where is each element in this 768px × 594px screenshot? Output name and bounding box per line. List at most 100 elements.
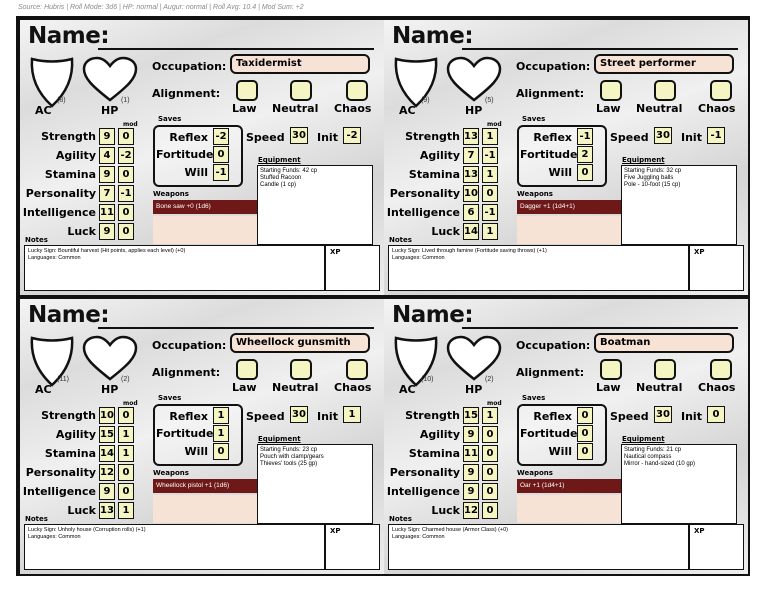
stamina-mod[interactable]: 1 — [482, 166, 498, 183]
notes-field[interactable]: Lucky Sign: Bountiful harvest (Hit point… — [24, 245, 325, 291]
equipment-list[interactable]: Starting Funds: 21 cp Nautical compass M… — [621, 444, 737, 524]
strength-mod[interactable]: 1 — [482, 128, 498, 145]
agility-mod[interactable]: -1 — [482, 147, 498, 164]
intelligence-mod[interactable]: 0 — [482, 483, 498, 500]
stamina-score[interactable]: 11 — [463, 445, 479, 462]
luck-score[interactable]: 14 — [463, 223, 479, 240]
personality-score[interactable]: 7 — [99, 185, 115, 202]
weapon-row-empty[interactable] — [517, 494, 621, 509]
agility-mod[interactable]: 0 — [482, 426, 498, 443]
luck-score[interactable]: 12 — [463, 502, 479, 519]
strength-score[interactable]: 10 — [99, 407, 115, 424]
speed-value[interactable]: 30 — [290, 127, 308, 144]
weapon-row[interactable]: Wheellock pistol +1 (1d6) — [153, 479, 257, 493]
will-save[interactable]: 0 — [577, 164, 593, 181]
stamina-score[interactable]: 14 — [99, 445, 115, 462]
agility-mod[interactable]: -2 — [118, 147, 134, 164]
init-value[interactable]: 1 — [343, 406, 361, 423]
fortitude-save[interactable]: 2 — [577, 146, 593, 163]
name-line[interactable] — [98, 327, 374, 329]
alignment-chaos-checkbox[interactable] — [710, 80, 732, 101]
luck-mod[interactable]: 1 — [118, 502, 134, 519]
name-line[interactable] — [462, 327, 738, 329]
weapon-row[interactable]: Dagger +1 (1d4+1) — [517, 200, 621, 214]
intelligence-mod[interactable]: -1 — [482, 204, 498, 221]
alignment-law-checkbox[interactable] — [600, 80, 622, 101]
occupation-field[interactable]: Wheellock gunsmith — [230, 333, 370, 353]
notes-field[interactable]: Lucky Sign: Unholy house (Corruption rol… — [24, 524, 325, 570]
will-save[interactable]: -1 — [213, 164, 229, 181]
intelligence-score[interactable]: 9 — [99, 483, 115, 500]
agility-score[interactable]: 9 — [463, 426, 479, 443]
reflex-save[interactable]: 0 — [577, 407, 593, 424]
xp-field[interactable]: XP — [325, 245, 380, 291]
strength-score[interactable]: 15 — [463, 407, 479, 424]
agility-score[interactable]: 15 — [99, 426, 115, 443]
weapon-row-empty[interactable] — [153, 215, 257, 230]
intelligence-mod[interactable]: 0 — [118, 204, 134, 221]
intelligence-score[interactable]: 11 — [99, 204, 115, 221]
luck-mod[interactable]: 1 — [482, 223, 498, 240]
agility-score[interactable]: 4 — [99, 147, 115, 164]
stamina-score[interactable]: 9 — [99, 166, 115, 183]
luck-mod[interactable]: 0 — [118, 223, 134, 240]
stamina-mod[interactable]: 0 — [482, 445, 498, 462]
intelligence-score[interactable]: 6 — [463, 204, 479, 221]
reflex-save[interactable]: -2 — [213, 128, 229, 145]
luck-score[interactable]: 9 — [99, 223, 115, 240]
alignment-neutral-checkbox[interactable] — [290, 80, 312, 101]
strength-mod[interactable]: 1 — [482, 407, 498, 424]
weapon-row-empty[interactable] — [517, 215, 621, 230]
weapon-row[interactable]: Bone saw +0 (1d6) — [153, 200, 257, 214]
strength-mod[interactable]: 0 — [118, 407, 134, 424]
notes-field[interactable]: Lucky Sign: Lived through famine (Fortit… — [388, 245, 689, 291]
agility-mod[interactable]: 1 — [118, 426, 134, 443]
personality-mod[interactable]: -1 — [118, 185, 134, 202]
occupation-field[interactable]: Street performer — [594, 54, 734, 74]
init-value[interactable]: -2 — [343, 127, 361, 144]
strength-score[interactable]: 9 — [99, 128, 115, 145]
name-line[interactable] — [98, 48, 374, 50]
alignment-neutral-checkbox[interactable] — [654, 80, 676, 101]
equipment-list[interactable]: Starting Funds: 42 cp Stuffed Racoon Can… — [257, 165, 373, 245]
agility-score[interactable]: 7 — [463, 147, 479, 164]
xp-field[interactable]: XP — [689, 524, 744, 570]
will-save[interactable]: 0 — [213, 443, 229, 460]
reflex-save[interactable]: 1 — [213, 407, 229, 424]
intelligence-mod[interactable]: 0 — [118, 483, 134, 500]
fortitude-save[interactable]: 1 — [213, 425, 229, 442]
init-value[interactable]: 0 — [707, 406, 725, 423]
weapon-row-empty[interactable] — [153, 509, 257, 523]
xp-field[interactable]: XP — [689, 245, 744, 291]
weapon-row[interactable]: Oar +1 (1d4+1) — [517, 479, 621, 493]
alignment-neutral-checkbox[interactable] — [290, 359, 312, 380]
stamina-score[interactable]: 13 — [463, 166, 479, 183]
weapon-row-empty[interactable] — [153, 494, 257, 509]
alignment-law-checkbox[interactable] — [236, 80, 258, 101]
equipment-list[interactable]: Starting Funds: 32 cp Five Juggling ball… — [621, 165, 737, 245]
equipment-list[interactable]: Starting Funds: 23 cp Pouch with clamp/g… — [257, 444, 373, 524]
intelligence-score[interactable]: 9 — [463, 483, 479, 500]
speed-value[interactable]: 30 — [654, 127, 672, 144]
alignment-neutral-checkbox[interactable] — [654, 359, 676, 380]
personality-score[interactable]: 10 — [463, 185, 479, 202]
init-value[interactable]: -1 — [707, 127, 725, 144]
alignment-law-checkbox[interactable] — [236, 359, 258, 380]
strength-score[interactable]: 13 — [463, 128, 479, 145]
xp-field[interactable]: XP — [325, 524, 380, 570]
fortitude-save[interactable]: 0 — [213, 146, 229, 163]
alignment-chaos-checkbox[interactable] — [346, 359, 368, 380]
speed-value[interactable]: 30 — [290, 406, 308, 423]
luck-mod[interactable]: 0 — [482, 502, 498, 519]
stamina-mod[interactable]: 0 — [118, 166, 134, 183]
alignment-chaos-checkbox[interactable] — [346, 80, 368, 101]
weapon-row-empty[interactable] — [517, 509, 621, 523]
speed-value[interactable]: 30 — [654, 406, 672, 423]
alignment-law-checkbox[interactable] — [600, 359, 622, 380]
personality-mod[interactable]: 0 — [482, 185, 498, 202]
personality-mod[interactable]: 0 — [482, 464, 498, 481]
name-line[interactable] — [462, 48, 738, 50]
strength-mod[interactable]: 0 — [118, 128, 134, 145]
notes-field[interactable]: Lucky Sign: Charmed house (Armor Class) … — [388, 524, 689, 570]
stamina-mod[interactable]: 1 — [118, 445, 134, 462]
